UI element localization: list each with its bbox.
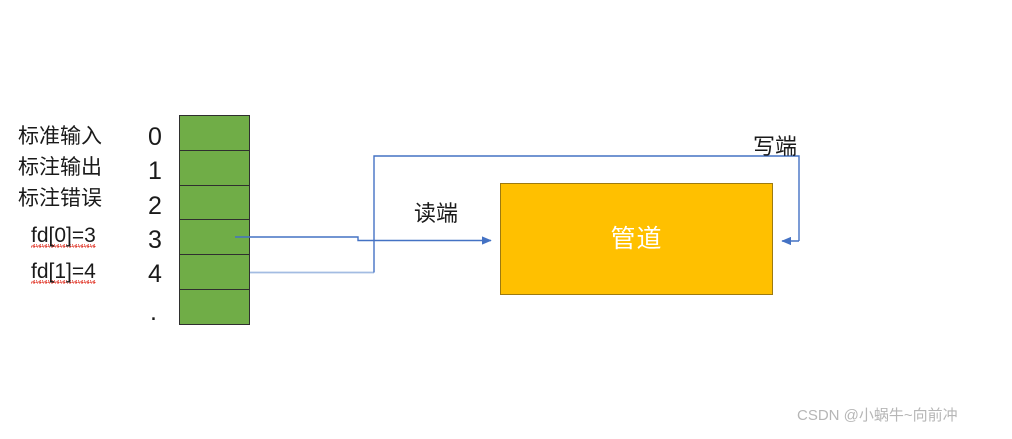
read-end-connector xyxy=(235,236,492,245)
fd-table-cell-0 xyxy=(180,116,249,151)
fd-table-cell-3 xyxy=(180,220,249,256)
write-end-label: 写端 xyxy=(753,134,798,159)
pipe-box-label: 管道 xyxy=(610,224,663,253)
pipe-box: 管道 xyxy=(500,183,773,295)
fd-table-cell-5 xyxy=(180,290,249,324)
descriptor-label-stderr: 标注错误 xyxy=(18,187,102,210)
table-index-ellipsis: . xyxy=(150,298,157,326)
csdn-watermark: CSDN @小蜗牛~向前冲 xyxy=(797,407,958,424)
table-index-1: 1 xyxy=(148,157,162,185)
fd-label-read-text: fd[0]=3 xyxy=(31,224,96,247)
file-descriptor-table xyxy=(179,115,250,325)
table-index-3: 3 xyxy=(148,226,162,254)
descriptor-label-stdout: 标注输出 xyxy=(18,156,102,179)
fd-label-read: fd[0]=3 xyxy=(31,224,96,247)
fd-label-write-text: fd[1]=4 xyxy=(31,260,96,283)
table-index-0: 0 xyxy=(148,123,162,151)
fd-table-cell-2 xyxy=(180,185,249,221)
read-end-label: 读端 xyxy=(414,201,459,226)
table-index-4: 4 xyxy=(148,260,162,288)
fd-table-cell-1 xyxy=(180,150,249,186)
fd-label-write: fd[1]=4 xyxy=(31,260,96,283)
descriptor-label-stdin: 标准输入 xyxy=(18,125,102,148)
fd-table-cell-4 xyxy=(180,255,249,291)
table-index-2: 2 xyxy=(148,192,162,220)
